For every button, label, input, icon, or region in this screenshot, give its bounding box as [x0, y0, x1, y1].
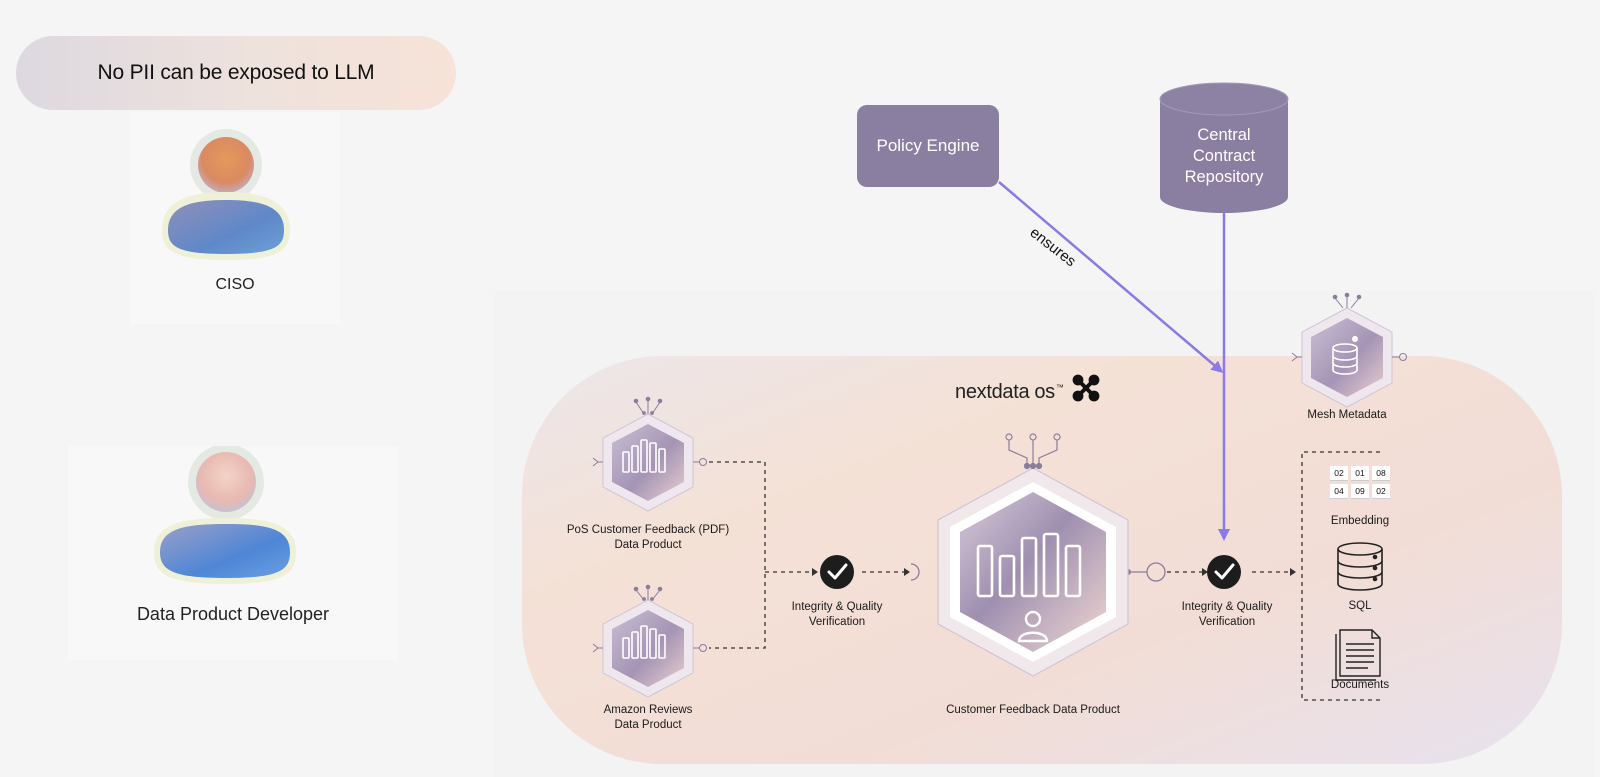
amazon-data-product-node [592, 584, 707, 698]
persona-ciso: CISO [130, 112, 340, 324]
repository-label-line-1: Central [1197, 126, 1251, 144]
embedding-cell: 02 [1330, 466, 1348, 481]
pos-label-line-2: Data Product [614, 539, 682, 551]
constraint-banner: No PII can be exposed to LLM [16, 36, 456, 110]
documents-label: Documents [1330, 679, 1390, 691]
sql-label: SQL [1348, 600, 1372, 612]
embedding-cell: 01 [1351, 466, 1369, 481]
pos-label-line-1: PoS Customer Feedback (PDF) [566, 524, 730, 536]
repository-label-line-2: Contract [1192, 147, 1256, 165]
documents-icon [1335, 629, 1381, 681]
brand-suffix: os [1034, 381, 1055, 403]
repository-label-line-3: Repository [1184, 168, 1264, 186]
policy-engine-label: Policy Engine [876, 136, 980, 155]
amazon-data-product-label: Amazon Reviews Data Product [568, 703, 728, 733]
repository-label: Central Contract Repository [1160, 125, 1288, 188]
ciso-label: CISO [215, 276, 255, 293]
ensures-arrow [998, 181, 1224, 373]
ciso-avatar-icon [162, 129, 290, 260]
developer-avatar-icon [154, 446, 296, 584]
policy-engine-node: Policy Engine [857, 105, 999, 187]
embedding-cell: 08 [1372, 466, 1390, 481]
flow-lines [709, 451, 1382, 701]
mesh-metadata-label: Mesh Metadata [1307, 409, 1387, 421]
central-product-label: Customer Feedback Data Product [946, 704, 1120, 716]
pos-data-product-label: PoS Customer Feedback (PDF) Data Product [548, 523, 748, 553]
brand-trademark: ™ [1055, 383, 1064, 392]
nextdata-brand: nextdata os ™ [955, 381, 1064, 404]
constraint-text: No PII can be exposed to LLM [97, 61, 375, 84]
persona-developer: Data Product Developer [68, 446, 398, 660]
customer-feedback-data-product-node [937, 433, 1129, 677]
verification-left-line-2: Verification [808, 616, 866, 628]
embedding-label: Embedding [1330, 515, 1390, 527]
embedding-cell: 02 [1372, 484, 1390, 499]
amazon-label-line-2: Data Product [614, 719, 682, 731]
sql-database-icon [1337, 542, 1383, 591]
verification-right-line-2: Verification [1198, 616, 1256, 628]
embedding-grid: 02 01 08 04 09 02 [1330, 466, 1392, 499]
verification-right-label: Integrity & Quality Verification [1162, 600, 1292, 630]
verification-left-label: Integrity & Quality Verification [772, 600, 902, 630]
amazon-label-line-1: Amazon Reviews [603, 704, 693, 716]
verification-check-left [820, 555, 854, 589]
pos-data-product-node [592, 396, 707, 512]
nextdata-logo-icon [1072, 374, 1100, 402]
developer-label: Data Product Developer [136, 604, 330, 624]
embedding-cell: 09 [1351, 484, 1369, 499]
verification-left-line-1: Integrity & Quality [791, 601, 883, 613]
embedding-cell: 04 [1330, 484, 1348, 499]
brand-name: nextdata [955, 381, 1030, 403]
verification-check-right [1207, 555, 1241, 589]
mesh-metadata-node [1291, 292, 1407, 408]
flow-arrowheads [812, 568, 1296, 576]
verification-right-line-1: Integrity & Quality [1181, 601, 1273, 613]
repository-cylinder [1159, 82, 1289, 213]
